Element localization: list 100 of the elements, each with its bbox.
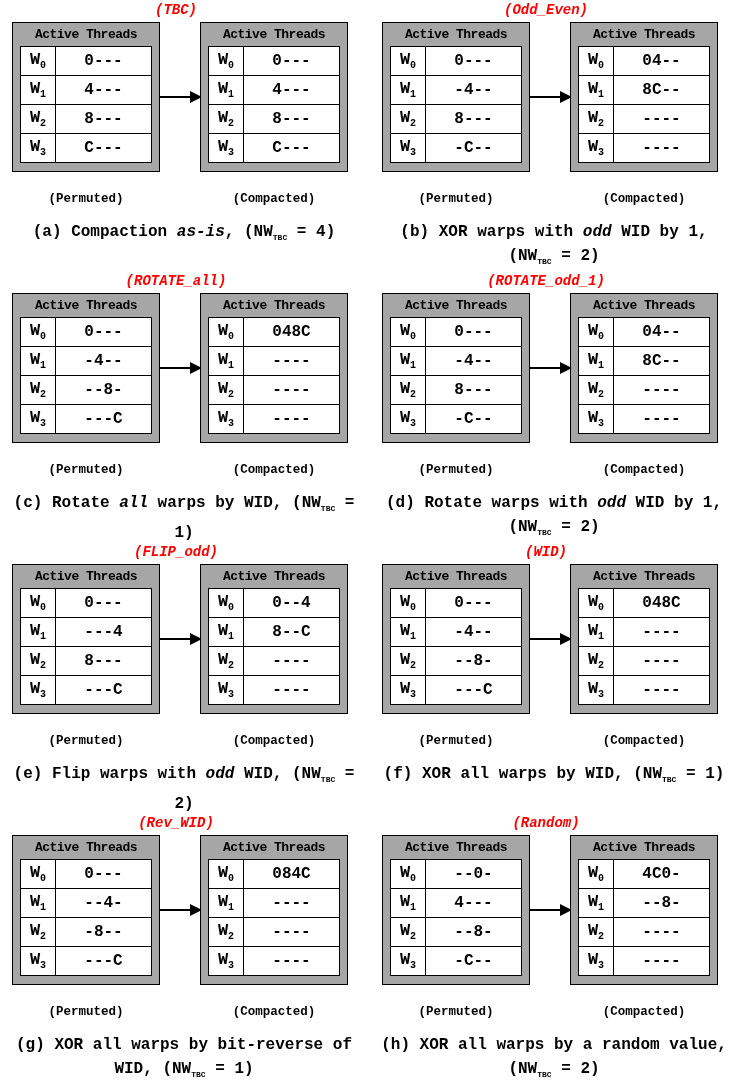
warp-id-label: W$_{3}$ bbox=[208, 675, 244, 705]
thread-mask-entry: -C-- bbox=[425, 133, 522, 163]
thread-table bbox=[570, 835, 718, 985]
thread-mask-entry: ---C bbox=[55, 946, 152, 976]
table-caption: (Compacted) bbox=[232, 1005, 316, 1019]
table-caption: (Permuted) bbox=[48, 1005, 124, 1019]
thread-mask-entry: -C-- bbox=[425, 404, 522, 434]
warp-id-label: W$_{1}$ bbox=[20, 888, 56, 918]
warp-id-label: W$_{1}$ bbox=[390, 346, 426, 376]
warp-id-label: W$_{1}$ bbox=[20, 346, 56, 376]
table-header: Active Threads bbox=[591, 298, 697, 313]
thread-table bbox=[12, 22, 160, 172]
warp-id-label: W$_{2}$ bbox=[208, 646, 244, 676]
thread-table bbox=[570, 22, 718, 172]
warp-id-label: W$_{1}$ bbox=[20, 617, 56, 647]
thread-table bbox=[12, 564, 160, 714]
thread-mask-entry: C--- bbox=[55, 133, 152, 163]
warp-id-label: W$_{3}$ bbox=[20, 404, 56, 434]
thread-mask-entry: --8- bbox=[55, 375, 152, 405]
table-caption: (Compacted) bbox=[602, 463, 686, 477]
scheme-name: (ROTATE_all) bbox=[125, 273, 227, 289]
warp-id-label: W$_{2}$ bbox=[578, 646, 614, 676]
thread-table bbox=[200, 22, 348, 172]
table-header: Active Threads bbox=[403, 569, 509, 584]
subfigure-caption: (f) XOR all warps by WID, (NW$_{TBC}$ = 1) bbox=[382, 764, 726, 787]
thread-mask-entry: ---C bbox=[55, 404, 152, 434]
warp-id-label: W$_{0}$ bbox=[20, 317, 56, 347]
warp-id-label: W$_{0}$ bbox=[208, 317, 244, 347]
scheme-name: (Odd_Even) bbox=[504, 2, 588, 18]
thread-mask-entry: 4--- bbox=[243, 75, 340, 105]
thread-mask-entry: ---- bbox=[243, 404, 340, 434]
thread-mask-entry: 048C bbox=[613, 588, 710, 618]
warp-id-label: W$_{3}$ bbox=[578, 675, 614, 705]
warp-id-label: W$_{3}$ bbox=[390, 946, 426, 976]
warp-id-label: W$_{2}$ bbox=[208, 917, 244, 947]
arrow bbox=[159, 362, 202, 374]
thread-table bbox=[570, 293, 718, 443]
table-header: Active Threads bbox=[403, 298, 509, 313]
thread-mask-entry: ---- bbox=[243, 675, 340, 705]
thread-mask-entry: 0--- bbox=[243, 46, 340, 76]
thread-mask-entry: ---- bbox=[243, 346, 340, 376]
table-caption: (Compacted) bbox=[232, 192, 316, 206]
thread-mask-entry: 0--- bbox=[425, 317, 522, 347]
thread-table bbox=[382, 835, 530, 985]
warp-id-label: W$_{3}$ bbox=[578, 404, 614, 434]
thread-mask-entry: ---C bbox=[55, 675, 152, 705]
warp-id-label: W$_{0}$ bbox=[390, 46, 426, 76]
thread-table bbox=[200, 293, 348, 443]
thread-mask-entry: ---- bbox=[613, 104, 710, 134]
thread-mask-entry: --8- bbox=[425, 917, 522, 947]
thread-mask-entry: --8- bbox=[425, 646, 522, 676]
warp-id-label: W$_{2}$ bbox=[20, 375, 56, 405]
warp-id-label: W$_{0}$ bbox=[390, 859, 426, 889]
thread-mask-entry: 4C0- bbox=[613, 859, 710, 889]
thread-table bbox=[382, 22, 530, 172]
thread-mask-entry: 8--- bbox=[55, 646, 152, 676]
warp-id-label: W$_{1}$ bbox=[208, 617, 244, 647]
table-header: Active Threads bbox=[221, 840, 327, 855]
thread-mask-entry: C--- bbox=[243, 133, 340, 163]
table-header: Active Threads bbox=[403, 840, 509, 855]
thread-mask-entry: --4- bbox=[55, 888, 152, 918]
thread-mask-entry: ---- bbox=[243, 946, 340, 976]
arrow bbox=[529, 91, 572, 103]
thread-mask-entry: 4--- bbox=[55, 75, 152, 105]
table-header: Active Threads bbox=[591, 840, 697, 855]
thread-mask-entry: ---- bbox=[243, 375, 340, 405]
scheme-name: (WID) bbox=[525, 544, 567, 560]
table-header: Active Threads bbox=[221, 27, 327, 42]
thread-mask-entry: 0--- bbox=[55, 46, 152, 76]
subfigure-caption: (d) Rotate warps with odd WID by 1, (NW$_{TBC}$ = 2) bbox=[384, 493, 724, 540]
warp-id-label: W$_{2}$ bbox=[578, 375, 614, 405]
table-header: Active Threads bbox=[591, 569, 697, 584]
arrow bbox=[159, 904, 202, 916]
warp-id-label: W$_{0}$ bbox=[578, 859, 614, 889]
subfigure-caption: (c) Rotate all warps by WID, (NW$_{TBC}$ = 1) bbox=[12, 493, 356, 545]
thread-mask-entry: 8--- bbox=[243, 104, 340, 134]
thread-mask-entry: ---C bbox=[425, 675, 522, 705]
warp-id-label: W$_{0}$ bbox=[390, 317, 426, 347]
thread-table bbox=[12, 293, 160, 443]
arrow bbox=[159, 633, 202, 645]
thread-mask-entry: 0--- bbox=[425, 46, 522, 76]
scheme-name: (TBC) bbox=[155, 2, 197, 18]
thread-mask-entry: 0--- bbox=[425, 588, 522, 618]
table-header: Active Threads bbox=[591, 27, 697, 42]
thread-mask-entry: 04-- bbox=[613, 46, 710, 76]
thread-mask-entry: ---- bbox=[613, 917, 710, 947]
warp-id-label: W$_{0}$ bbox=[390, 588, 426, 618]
warp-id-label: W$_{1}$ bbox=[208, 75, 244, 105]
thread-mask-entry: -4-- bbox=[425, 346, 522, 376]
warp-id-label: W$_{0}$ bbox=[20, 46, 56, 76]
warp-id-label: W$_{1}$ bbox=[578, 617, 614, 647]
thread-table bbox=[200, 564, 348, 714]
warp-id-label: W$_{1}$ bbox=[390, 617, 426, 647]
thread-mask-entry: ---- bbox=[613, 675, 710, 705]
thread-mask-entry: 8C-- bbox=[613, 346, 710, 376]
table-caption: (Permuted) bbox=[418, 734, 494, 748]
thread-mask-entry: 0--- bbox=[55, 317, 152, 347]
warp-id-label: W$_{1}$ bbox=[578, 888, 614, 918]
table-header: Active Threads bbox=[221, 569, 327, 584]
thread-mask-entry: 0--4 bbox=[243, 588, 340, 618]
